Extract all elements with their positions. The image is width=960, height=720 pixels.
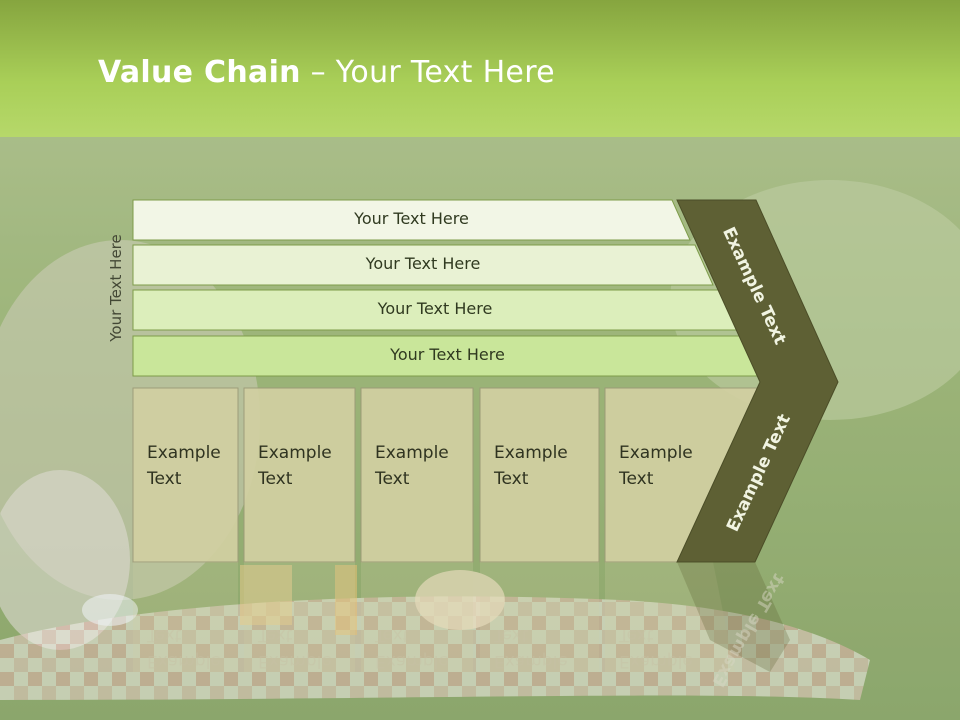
title-bold: Value Chain xyxy=(98,55,301,90)
column-reflection-5 xyxy=(605,562,735,672)
bar-1 xyxy=(132,199,691,241)
column-box-2 xyxy=(243,387,356,563)
column-reflection-3 xyxy=(361,562,473,672)
chevron-arrow xyxy=(676,199,839,563)
bar-label-3: Your Text Here xyxy=(377,299,493,318)
column-label-reflection-4: Example Text xyxy=(494,625,568,671)
chevron-reflection xyxy=(677,562,790,672)
header-band xyxy=(0,0,960,137)
title-rest: – Your Text Here xyxy=(300,55,555,90)
column-label-reflection-1: Example Text xyxy=(147,625,221,671)
column-label-5: Example Text xyxy=(619,443,693,489)
bar-label-1: Your Text Here xyxy=(354,209,469,228)
bar-label-2: Your Text Here xyxy=(365,254,481,273)
column-label-3: Example Text xyxy=(375,443,449,489)
column-label-reflection-5: Example Text xyxy=(619,625,693,671)
slide-title: Value Chain – Your Text Here xyxy=(98,55,555,90)
column-reflection-4 xyxy=(480,562,599,672)
column-box-4 xyxy=(479,387,600,563)
column-box-1 xyxy=(132,387,239,563)
column-label-4: Example Text xyxy=(494,443,568,489)
column-label-1: Example Text xyxy=(147,443,221,489)
column-label-reflection-3: Example Text xyxy=(375,625,449,671)
column-label-2: Example Text xyxy=(258,443,332,489)
bar-label-4: Your Text Here xyxy=(390,345,505,364)
column-reflection-1 xyxy=(133,562,238,672)
column-reflection-2 xyxy=(244,562,355,672)
column-label-reflection-2: Example Text xyxy=(258,625,332,671)
column-box-3 xyxy=(360,387,474,563)
bar-2 xyxy=(132,244,714,286)
